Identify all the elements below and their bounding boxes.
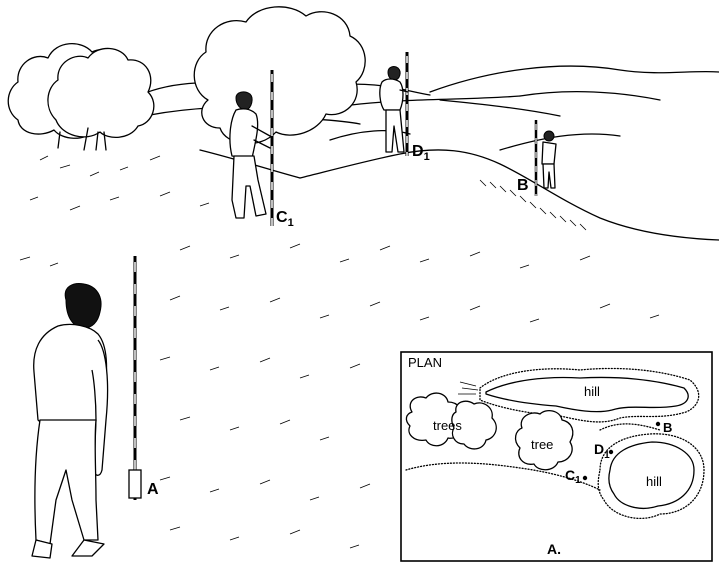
label-d1: D1: [412, 143, 430, 163]
label-d1-main: D: [412, 143, 424, 160]
plan-point-d1: D1: [594, 441, 610, 461]
scene-labels: A B C1 D1: [147, 143, 529, 498]
big-tree: [193, 6, 366, 145]
plan-point-d1-main: D: [594, 441, 604, 457]
plan-trees: [405, 392, 497, 450]
label-c1-sub: 1: [288, 217, 294, 229]
plan-point-d1-dot: [608, 449, 614, 455]
label-b: B: [517, 177, 529, 194]
plan-point-d1-sub: 1: [604, 450, 610, 461]
plan-hill-bottom: [597, 433, 705, 520]
plan-point-a: A.: [547, 541, 561, 557]
surveyor-c1: [229, 91, 271, 219]
label-d1-sub: 1: [424, 151, 430, 163]
label-c1-main: C: [276, 209, 288, 226]
surveyor-d1: [379, 66, 409, 153]
left-trees: [7, 43, 155, 151]
label-a: A: [147, 481, 159, 498]
plan-inset: PLAN hill hill trees tree B D1: [400, 351, 713, 562]
plan-hill-top: [458, 367, 700, 423]
surveyor-b: [541, 130, 557, 189]
plan-tree: [514, 409, 574, 471]
plan-title: PLAN: [408, 355, 442, 370]
plan-point-c1: C1: [565, 467, 581, 486]
plan-point-c1-sub: 1: [575, 475, 581, 486]
grass-texture: [19, 155, 660, 549]
surveyor-foreground: [31, 283, 109, 559]
plan-point-c1-dot: [582, 475, 588, 481]
plan-hill-top-label: hill: [584, 384, 600, 399]
plan-tree-label: tree: [531, 437, 553, 452]
plan-point-b: B: [663, 420, 672, 435]
plan-hill-bottom-label: hill: [646, 474, 662, 489]
label-c1: C1: [276, 209, 294, 229]
pole-a: [128, 256, 142, 500]
plan-trees-label: trees: [433, 418, 462, 433]
plan-point-b-dot: [655, 421, 661, 427]
plan-point-c1-main: C: [565, 467, 575, 483]
